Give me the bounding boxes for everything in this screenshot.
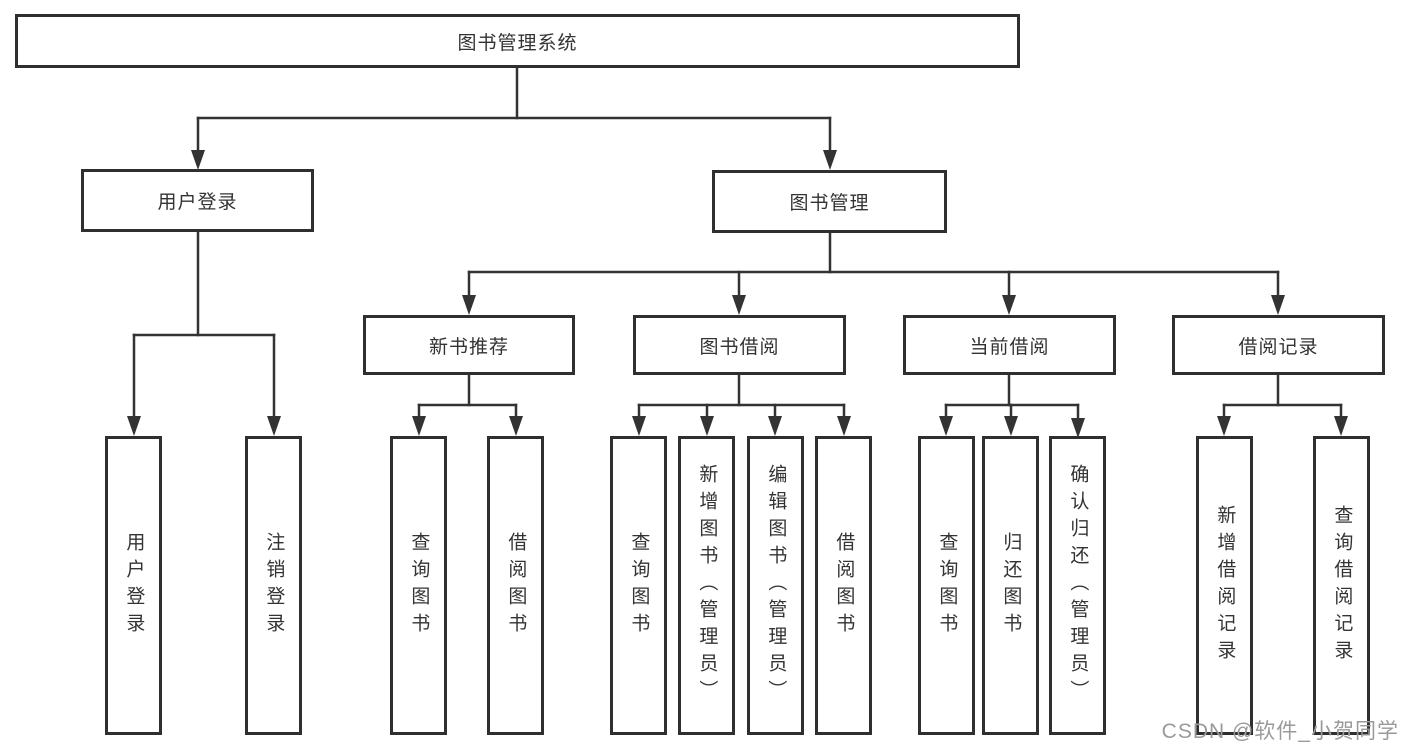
node-label: 用户登录 (157, 192, 238, 213)
node-label: 查询图书 (936, 531, 958, 640)
node-book-borrowing: 图书借阅 (633, 315, 846, 375)
node-label: 查询图书 (628, 531, 650, 640)
node-label: 新书推荐 (428, 336, 509, 358)
node-user-login: 用户登录 (81, 169, 314, 232)
node-recommend-borrow-books: 借阅图书 (487, 436, 544, 735)
node-label: 当前借阅 (969, 336, 1050, 358)
node-label: 新增借阅记录 (1214, 504, 1236, 667)
node-new-book-recommendation: 新书推荐 (363, 315, 575, 375)
node-label: 图书管理 (789, 193, 870, 214)
node-label: 新增图书（管理员） (696, 464, 718, 707)
node-logout-action: 注销登录 (245, 436, 302, 735)
node-label: 确认归还（管理员） (1067, 464, 1089, 707)
node-label: 借阅记录 (1238, 336, 1319, 358)
node-current-return-books: 归还图书 (982, 436, 1039, 735)
node-label: 图书借阅 (699, 336, 780, 358)
node-label: 借阅图书 (833, 531, 855, 640)
node-label: 借阅图书 (505, 531, 527, 640)
node-user-login-action: 用户登录 (105, 436, 162, 735)
node-current-borrowing: 当前借阅 (903, 315, 1116, 375)
node-label: 编辑图书（管理员） (765, 464, 787, 707)
node-borrowing-records: 借阅记录 (1172, 315, 1385, 375)
node-borrow-edit-books-admin: 编辑图书（管理员） (747, 436, 804, 735)
arrowhead-icons (127, 150, 1348, 438)
node-borrow-query-books: 查询图书 (610, 436, 667, 735)
node-records-add-borrow-record: 新增借阅记录 (1196, 436, 1253, 735)
node-current-query-books: 查询图书 (918, 436, 975, 735)
node-borrow-borrow-books: 借阅图书 (815, 436, 872, 735)
node-current-confirm-return-admin: 确认归还（管理员） (1049, 436, 1106, 735)
node-records-query-borrow-record: 查询借阅记录 (1313, 436, 1370, 735)
node-label: 查询借阅记录 (1331, 504, 1353, 667)
node-label: 查询图书 (408, 531, 430, 640)
node-recommend-query-books: 查询图书 (390, 436, 447, 735)
node-label: 注销登录 (263, 531, 285, 640)
node-borrow-add-books-admin: 新增图书（管理员） (678, 436, 735, 735)
node-label: 图书管理系统 (457, 32, 578, 54)
node-library-management-system: 图书管理系统 (15, 14, 1020, 68)
node-label: 用户登录 (123, 531, 145, 640)
node-book-management: 图书管理 (712, 170, 947, 233)
node-label: 归还图书 (1000, 531, 1022, 640)
